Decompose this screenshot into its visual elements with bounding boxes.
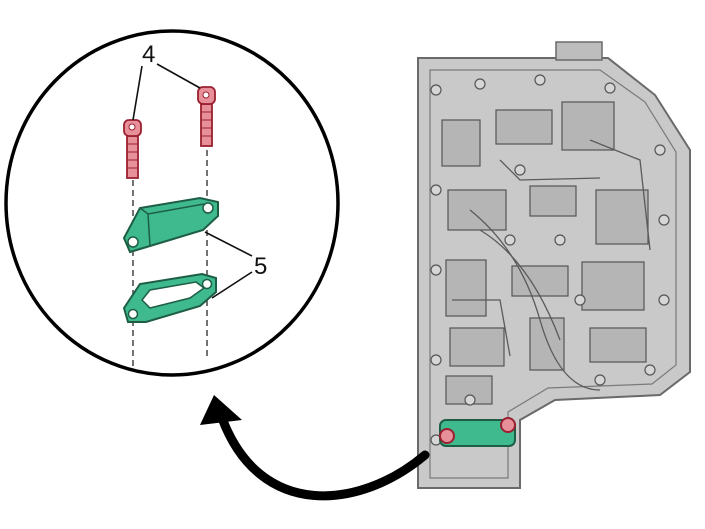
gasket	[122, 272, 217, 323]
leader-lines	[132, 63, 253, 299]
bolt-callout-label: 4	[142, 41, 155, 68]
cover-plate	[122, 196, 219, 254]
installed-cover	[439, 417, 516, 447]
valve-body	[417, 41, 691, 489]
bolt-right	[197, 86, 216, 147]
cover-callout-label: 5	[254, 253, 267, 280]
bolt-left	[123, 119, 142, 179]
curved-arrow-icon	[200, 395, 430, 501]
alignment-lines	[132, 150, 208, 370]
